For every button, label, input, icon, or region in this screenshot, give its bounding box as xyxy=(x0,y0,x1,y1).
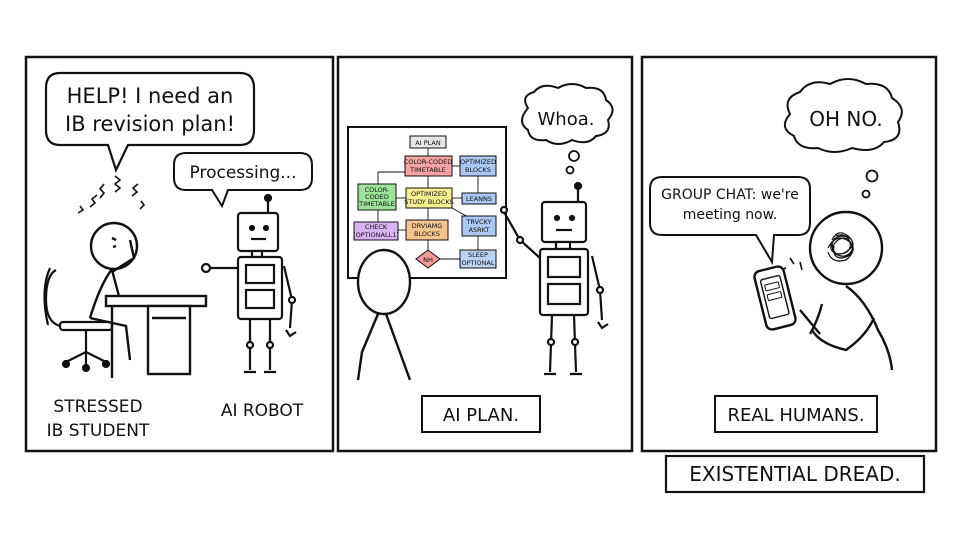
group-chat-line-2: meeting now. xyxy=(683,207,778,223)
robot-thought-bubble: Whoa. xyxy=(521,83,614,175)
box-cc2-line-2: CODED xyxy=(365,193,389,201)
box-check-line-2: (OPTIONALL1) xyxy=(353,231,399,239)
flowchart-title: AI PLAN xyxy=(415,139,441,147)
desk xyxy=(104,294,208,378)
box-ta-line-1: TRVCKY xyxy=(465,218,491,226)
box-ta-line-2: ASRKT xyxy=(469,226,490,234)
caption-existential-dread: EXISTENTIAL DREAD. xyxy=(689,462,900,486)
label-stressed-line-1: STRESSED xyxy=(53,397,142,417)
student-speech-line-1: HELP! I need an xyxy=(67,84,234,108)
oh-no-text: OH NO. xyxy=(809,107,882,131)
phone-buzz-lines xyxy=(789,257,803,271)
robot-thought-text: Whoa. xyxy=(538,109,595,130)
box-osb-line-2: STUDY BLOCKS xyxy=(404,198,453,206)
student-speech-bubble: HELP! I need an IB revision plan! xyxy=(44,71,256,173)
panel-3: OH NO. GROUP CHAT: we're meeting now. xyxy=(640,55,938,494)
box-leanns-text: LEANNS xyxy=(466,195,492,203)
box-check-line-1: CHECK xyxy=(365,223,388,231)
ai-robot-figure-2 xyxy=(499,181,609,376)
box-sleep-line-2: (OPTIONAL) xyxy=(459,259,497,267)
student-speech-line-2: IB revision plan! xyxy=(65,112,235,136)
caption-existential-dread-box xyxy=(664,454,926,494)
panel-1: HELP! I need an IB revision plan! Proces… xyxy=(24,55,335,453)
label-ai-robot: AI ROBOT xyxy=(221,401,304,421)
box-optimized-blocks xyxy=(459,155,497,177)
box-drviamg-blocks xyxy=(405,219,449,241)
box-color-coded-2 xyxy=(357,183,397,211)
label-stressed-line-2: IB STUDENT xyxy=(47,421,150,441)
box-trvcky-asrkt xyxy=(461,215,497,237)
box-cc2-line-1: COLOR- xyxy=(365,186,390,194)
box-cct-line-1: COLOR-CODED xyxy=(404,158,453,166)
caption-ai-plan-box xyxy=(421,395,541,433)
caption-real-humans: REAL HUMANS. xyxy=(727,405,864,426)
box-check-optional xyxy=(353,221,399,241)
box-cc2-line-3: TIMETABLE xyxy=(358,200,395,208)
diamond-nh-text: NH xyxy=(423,256,433,264)
ai-robot-figure-1 xyxy=(200,193,297,374)
group-chat-line-1: GROUP CHAT: we're xyxy=(661,187,799,203)
box-ob-line-1: OPTIMIZED xyxy=(460,158,496,166)
box-sleep-line-1: SLEEP xyxy=(468,251,488,259)
box-leanns xyxy=(461,192,497,205)
box-color-coded-timetable xyxy=(404,155,453,177)
box-db-line-1: DRVIAMG xyxy=(412,222,443,230)
scribble-dread-icon xyxy=(827,232,854,262)
phone xyxy=(753,257,803,331)
box-osb-line-1: OPTIMIZED xyxy=(411,190,447,198)
caption-ai-plan: AI PLAN. xyxy=(443,405,519,426)
oh-no-thought-bubble: OH NO. xyxy=(783,78,903,199)
robot-speech-text: Processing... xyxy=(190,163,297,183)
caption-real-humans-box xyxy=(714,395,878,433)
dread-human-figure xyxy=(799,210,894,371)
ai-plan-poster: AI PLAN COLOR-CODED TIMETABLE OPTIMIZED … xyxy=(347,126,507,279)
human-viewer-figure xyxy=(356,248,412,381)
box-ob-line-2: BLOCKS xyxy=(465,166,491,174)
box-optimized-study-blocks xyxy=(405,187,453,209)
box-sleep-optional xyxy=(459,249,497,269)
diamond-nh xyxy=(415,249,441,269)
box-cct-line-2: TIMETABLE xyxy=(409,166,446,174)
robot-speech-bubble: Processing... xyxy=(173,152,313,209)
box-db-line-2: BLOCKS xyxy=(414,230,440,238)
stress-marks xyxy=(77,175,146,214)
group-chat-bubble: GROUP CHAT: we're meeting now. xyxy=(649,176,811,266)
panel-2: AI PLAN COLOR-CODED TIMETABLE OPTIMIZED … xyxy=(336,55,634,453)
